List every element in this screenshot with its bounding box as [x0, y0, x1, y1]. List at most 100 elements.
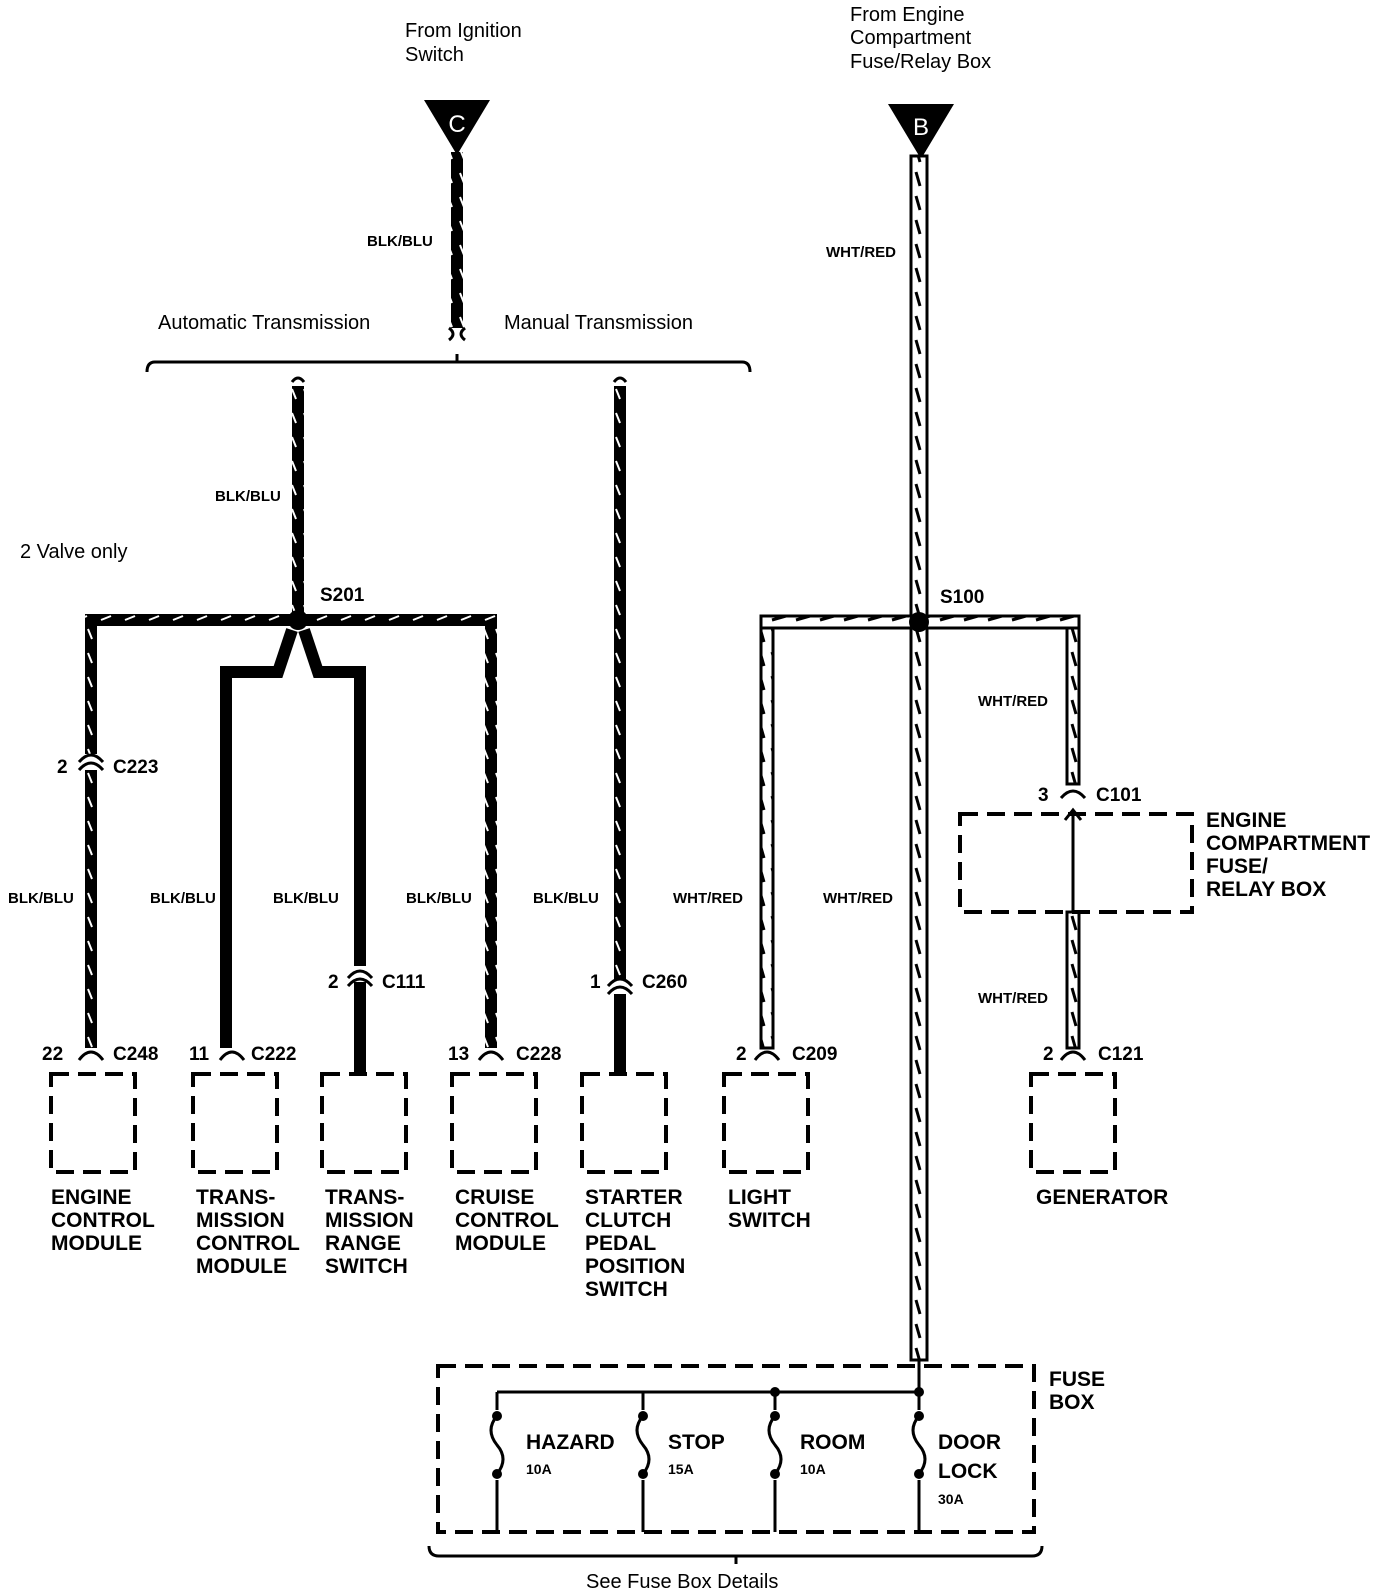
- tcm-box: [191, 1072, 279, 1174]
- c248-name: C248: [113, 1044, 158, 1065]
- svg-text:CLUTCH: CLUTCH: [585, 1209, 671, 1232]
- ccm-box: [450, 1072, 538, 1174]
- c209-pin: 2: [736, 1044, 747, 1065]
- fuse-box-label: FUSE BOX: [1049, 1368, 1105, 1414]
- connector-symbols: [77, 753, 1087, 1061]
- tcm-label: TRANS- MISSION CONTROL MODULE: [196, 1186, 300, 1278]
- c223-symbol: [77, 753, 105, 764]
- svg-text:SWITCH: SWITCH: [585, 1278, 668, 1301]
- svg-text:MISSION: MISSION: [325, 1209, 414, 1232]
- c101-symbol: [1059, 789, 1087, 800]
- manual-branch-break: [612, 376, 628, 383]
- engine-box-label-line2: Compartment: [850, 27, 972, 49]
- splice-s100-label: S100: [940, 587, 984, 608]
- wire-break-top: [448, 326, 455, 342]
- svg-text:CONTROL: CONTROL: [51, 1209, 155, 1232]
- blk-blu-wiring: [85, 152, 752, 1072]
- c228-pin: 13: [448, 1044, 469, 1065]
- fuse-door-name-line2: LOCK: [938, 1460, 998, 1483]
- wire-label-auto-branch: BLK/BLU: [215, 488, 281, 505]
- wht-red-wiring: [759, 154, 1083, 1362]
- splice-s100-dot: [909, 612, 929, 632]
- ignition-label-line2: Switch: [405, 44, 464, 66]
- c222-pin: 11: [189, 1044, 210, 1065]
- splice-s201-label: S201: [320, 585, 365, 606]
- wire-label-engine-down: WHT/RED: [823, 890, 893, 907]
- wire-c101-drop: [1065, 626, 1081, 786]
- wire-label-engine-main: WHT/RED: [826, 244, 896, 261]
- c260-name: C260: [642, 972, 687, 993]
- svg-text:MISSION: MISSION: [196, 1209, 285, 1232]
- c260-symbol: [606, 977, 634, 988]
- wire-auto-branch: [292, 386, 304, 618]
- relay-box-outline: [958, 812, 1194, 914]
- wire-ecm-drop-upper: [85, 626, 97, 754]
- svg-text:GENERATOR: GENERATOR: [1036, 1186, 1168, 1209]
- fuse-door-amps: 30A: [938, 1491, 964, 1507]
- c222-symbol: [218, 1050, 246, 1061]
- wire-label-ecm: BLK/BLU: [8, 890, 74, 907]
- scpp-box: [580, 1072, 668, 1174]
- bottom-bracket: [427, 1545, 1044, 1558]
- wire-tcm-route: [220, 628, 298, 1048]
- wire-label-scpp: BLK/BLU: [533, 890, 599, 907]
- fuse-room-amps: 10A: [800, 1461, 826, 1477]
- c228-name: C228: [516, 1044, 561, 1065]
- trs-box: [320, 1072, 408, 1174]
- source-c-letter: C: [448, 111, 465, 138]
- generator-box: [1029, 1072, 1117, 1174]
- svg-text:LIGHT: LIGHT: [728, 1186, 791, 1209]
- wire-trs-lower: [354, 982, 366, 1072]
- svg-text:TRANS-: TRANS-: [196, 1186, 275, 1209]
- c222-name: C222: [251, 1044, 296, 1065]
- svg-text:TRANS-: TRANS-: [325, 1186, 404, 1209]
- c121-pin: 2: [1043, 1044, 1054, 1065]
- trs-label: TRANS- MISSION RANGE SWITCH: [325, 1186, 414, 1278]
- svg-text:RELAY BOX: RELAY BOX: [1206, 878, 1326, 901]
- generator-label: GENERATOR: [1036, 1186, 1168, 1209]
- fuse-box-details-note: See Fuse Box Details: [586, 1571, 778, 1593]
- wire-label-ignition: BLK/BLU: [367, 233, 433, 250]
- wire-break-top-2: [459, 326, 466, 342]
- wire-label-c101: WHT/RED: [978, 693, 1048, 710]
- source-b-triangle: B: [888, 104, 954, 159]
- c111-name: C111: [382, 972, 426, 993]
- svg-text:CRUISE: CRUISE: [455, 1186, 534, 1209]
- light-switch-label: LIGHT SWITCH: [728, 1186, 811, 1232]
- fuse-stop-name: STOP: [668, 1431, 725, 1454]
- wire-c260-down: [614, 994, 626, 1072]
- svg-text:CONTROL: CONTROL: [455, 1209, 559, 1232]
- wire-ccm-drop: [485, 626, 497, 1048]
- fuse-door-name-line1: DOOR: [938, 1431, 1001, 1454]
- valve-note: 2 Valve only: [20, 541, 127, 563]
- c209-name: C209: [792, 1044, 837, 1065]
- c111-symbol: [346, 969, 374, 980]
- svg-text:MODULE: MODULE: [455, 1232, 546, 1255]
- wire-label-trs: BLK/BLU: [273, 890, 339, 907]
- splice-s201-dot: [288, 610, 308, 630]
- svg-text:RANGE: RANGE: [325, 1232, 401, 1255]
- wire-engine-main: [909, 154, 929, 1362]
- fuse-hazard-name: HAZARD: [526, 1431, 615, 1454]
- svg-text:PEDAL: PEDAL: [585, 1232, 656, 1255]
- svg-text:SWITCH: SWITCH: [325, 1255, 408, 1278]
- fuse-room-name: ROOM: [800, 1431, 865, 1454]
- fuse-stop-amps: 15A: [668, 1461, 694, 1477]
- manual-transmission-label: Manual Transmission: [504, 312, 693, 334]
- wire-trs-route: [298, 628, 366, 966]
- c121-symbol: [1059, 1050, 1087, 1061]
- ignition-label-line1: From Ignition: [405, 20, 522, 42]
- c101-pin: 3: [1038, 785, 1049, 806]
- wire-generator-drop: [1065, 910, 1081, 1050]
- scpp-label: STARTER CLUTCH PEDAL POSITION SWITCH: [585, 1186, 685, 1301]
- c209-symbol: [753, 1050, 781, 1061]
- auto-branch-break: [290, 376, 306, 383]
- c228-symbol: [477, 1050, 505, 1061]
- engine-box-label-line1: From Engine: [850, 4, 965, 26]
- automatic-transmission-label: Automatic Transmission: [158, 312, 370, 334]
- light-switch-box: [722, 1072, 810, 1174]
- fuse-stop-symbol: [635, 1410, 651, 1480]
- relay-box-label: ENGINE COMPARTMENT FUSE/ RELAY BOX: [1206, 809, 1370, 901]
- wire-light-drop: [759, 626, 775, 1050]
- svg-text:SWITCH: SWITCH: [728, 1209, 811, 1232]
